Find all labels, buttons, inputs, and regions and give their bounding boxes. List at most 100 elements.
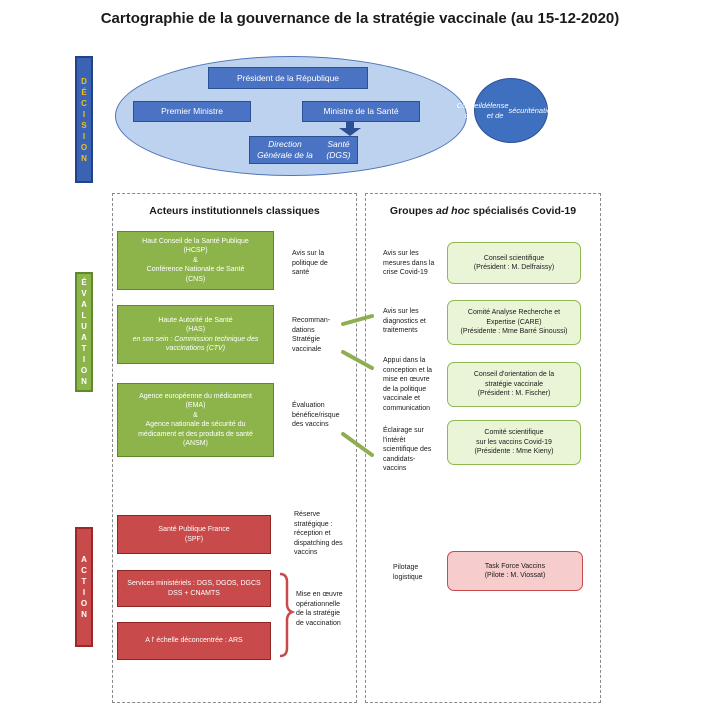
text-line: Santé (DGS) (326, 139, 351, 160)
text-line: & (193, 411, 198, 419)
text-line: santé (292, 269, 310, 276)
action-bracket (279, 572, 296, 658)
text-line: sécurité (508, 105, 535, 115)
text-line: (Pilote : M. Viossat) (484, 572, 546, 579)
text-line: Direction Générale de la (257, 139, 313, 160)
text-line: & (193, 256, 198, 264)
text-line: N (81, 377, 87, 386)
page-title: Cartographie de la gouvernance de la str… (100, 10, 620, 27)
text-line: (CNS) (185, 275, 206, 283)
text-line: médicament et des produits de santé (138, 430, 253, 438)
text-line: Mise en œuvre (296, 591, 343, 598)
text-line: C (81, 98, 87, 108)
hcsp-box: Haut Conseil de la Santé Publique (HCSP)&… (117, 231, 274, 290)
text-line: Haut Conseil de la Santé Publique (142, 237, 249, 245)
link-lines (341, 314, 374, 457)
right-title-ad-hoc: ad hoc (436, 205, 470, 217)
conseil-scientifique-box: Conseil scientifique(Président : M. Delf… (447, 242, 581, 284)
text-line: de la stratégie (296, 610, 340, 617)
link-has-care (341, 314, 374, 326)
text-line: opérationnelle (296, 600, 340, 608)
text-line: Avis sur les (383, 308, 419, 315)
ministre-sante-box: Ministre de la Santé (302, 101, 420, 122)
text-line: mesures dans la (383, 259, 435, 267)
text-line: Avis sur les (383, 250, 419, 257)
text-line: N (81, 153, 87, 163)
text-line: É (81, 278, 87, 287)
text-line: dispatching des (294, 539, 343, 547)
right-panel-title: Groupes ad hoc spécialisés Covid-19 (365, 205, 601, 217)
text-line: A (81, 300, 87, 309)
text-line: vaccinale et (383, 395, 420, 402)
text-line: l'intérêt (383, 436, 406, 444)
text-line: T (81, 577, 87, 586)
text-line: I (82, 588, 86, 597)
text-line: N (81, 610, 87, 619)
text-line: défense et de (481, 100, 509, 120)
text-line: de la politique (383, 385, 427, 393)
text-line: vaccinations (CTV) (165, 345, 226, 352)
text-line: (EMA) (185, 402, 206, 409)
text-line: Conseil scientifique (483, 254, 545, 262)
text-line: Évaluation (292, 402, 325, 409)
text-line: Avis sur la (292, 250, 325, 257)
text-line: U (81, 322, 87, 331)
text-line: en son sein : Commission technique des (132, 335, 259, 343)
text-line: (HAS) (185, 326, 206, 333)
left-panel-title: Acteurs institutionnels classiques (149, 205, 320, 217)
text-line: nationale (534, 105, 566, 115)
text-line: sur les vaccins Covid-19 (476, 438, 552, 446)
text-line: candidats- (383, 455, 416, 463)
text-line: I (82, 355, 86, 364)
text-line: (SPF) (184, 535, 204, 543)
dgs-arrow-shaft (346, 122, 354, 129)
text-line: stratégie vaccinale (485, 380, 543, 388)
text-line: conception et la (383, 366, 433, 374)
text-line: (ANSM) (183, 440, 208, 447)
text-line: Comité scientifique (484, 429, 544, 437)
ars-box: A l' échelle déconcentrée : ARS (117, 622, 271, 660)
text-line: de vaccination (296, 619, 341, 627)
text-line: Conférence Nationale de Santé (146, 266, 245, 274)
text-line: O (80, 366, 88, 375)
text-line: logistique (393, 573, 423, 581)
dgs-box: Direction Générale de la Santé (DGS) (249, 136, 358, 164)
premier-ministre-box: Premier Ministre (133, 101, 251, 122)
text-line: des vaccins (292, 421, 329, 428)
text-line: I (82, 109, 86, 119)
ema-ansm-box: Agence européenne du médicament(EMA)&Age… (117, 383, 274, 457)
text-line: Stratégie (292, 336, 321, 343)
label-mise-en-oeuvre: Mise en œuvre opérationnelle de la stratég… (296, 590, 343, 628)
text-line: Pilotage (393, 564, 419, 571)
right-title-post: spécialisés Covid-19 (469, 205, 577, 217)
task-force-vaccins-box: Task Force Vaccins (Pilote : M. Viossat) (447, 551, 583, 591)
label-eclairage-scientifique: Éclairage sur l'intérêt scientifique des ca… (383, 426, 431, 474)
dgs-arrow-head (339, 128, 361, 136)
text-line: É (81, 87, 87, 97)
text-line: V (81, 289, 87, 298)
text-line: communication (383, 404, 431, 412)
text-line: scientifique des (383, 446, 432, 453)
text-line: Services ministériels : DGS, DGOS, DGCS (127, 580, 261, 587)
text-line: diagnostics et (383, 317, 426, 325)
text-line: vaccins (383, 465, 407, 472)
text-line: Comité Analyse Recherche et (467, 309, 561, 317)
text-line: Agence nationale de sécurité du (145, 421, 246, 428)
text-line: Conseil de (456, 100, 482, 120)
has-box: Haute Autorité de Santé(HAS)en son sein … (117, 305, 274, 364)
text-line: Task Force Vaccins (484, 562, 546, 570)
text-line: (HCSP) (183, 247, 208, 255)
text-line: Éclairage sur (383, 427, 424, 434)
text-line: A (81, 333, 87, 342)
text-line: Recomman- (292, 317, 331, 324)
